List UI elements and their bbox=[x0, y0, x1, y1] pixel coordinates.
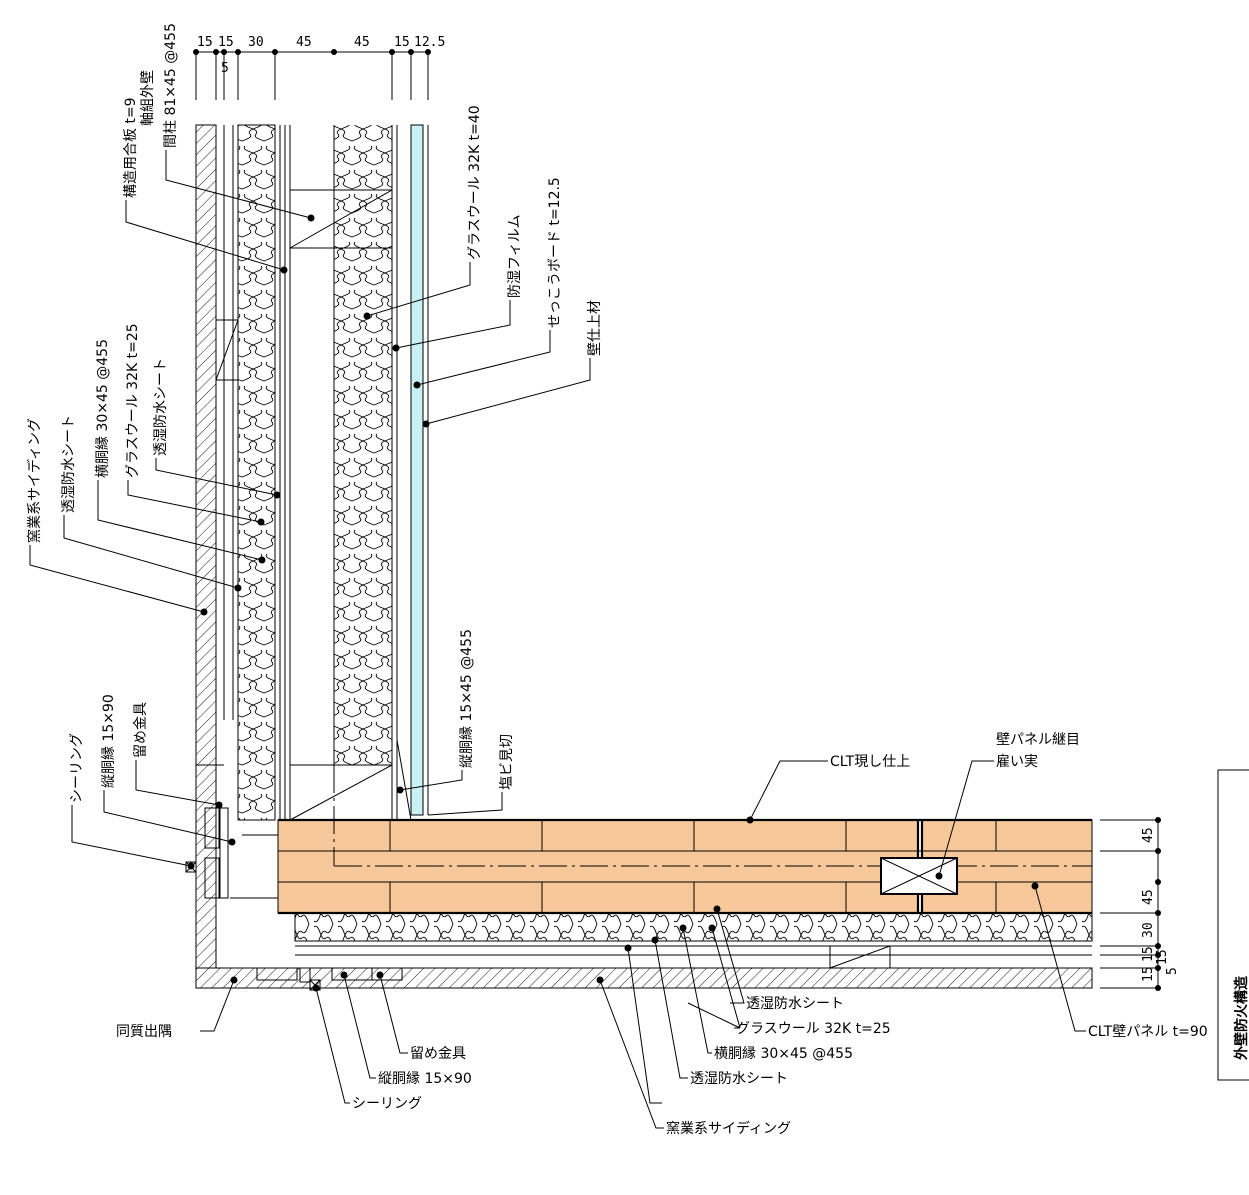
label-sealing-b: シーリング bbox=[352, 1096, 422, 1112]
dim-top-6: 15 bbox=[394, 35, 410, 50]
horizontal-wall bbox=[185, 764, 1093, 991]
dim-right-3: 30 bbox=[1141, 922, 1156, 938]
label-vert-batten-455: 縦胴縁 15×45 @455 bbox=[459, 629, 475, 768]
dim-top-4: 45 bbox=[296, 35, 312, 50]
label-glasswool-25: グラスウール 32K t=25 bbox=[125, 323, 141, 478]
label-stud: 間柱 81×45 @455 bbox=[163, 23, 179, 148]
vertical-labels: 間柱 81×45 @455 軸組外壁 構造用合板 t=9 グラスウール 32K … bbox=[26, 23, 603, 803]
dim-top-2: 15 bbox=[218, 35, 234, 50]
label-vapor-film: 防湿フィルム bbox=[507, 215, 523, 298]
label-glasswool-b: グラスウール 32K t=25 bbox=[736, 1021, 891, 1037]
label-sealing-left: シーリング bbox=[69, 733, 85, 803]
label-fastener-b: 留め金具 bbox=[410, 1046, 466, 1062]
label-batten-30: 横胴縁 30×45 @455 bbox=[95, 339, 111, 478]
dim-right-4: 15 bbox=[1141, 946, 1156, 962]
dim-right-1: 45 bbox=[1141, 827, 1156, 843]
dim-right-6: 15 bbox=[1155, 949, 1170, 965]
label-breathable-sheet-a: 透湿防水シート bbox=[746, 996, 844, 1012]
top-dimension-line: 15 15 30 45 45 15 12.5 5 bbox=[193, 35, 445, 100]
label-clt-panel: CLT壁パネル t=90 bbox=[1088, 1024, 1208, 1040]
title-box: 外壁防火構造 bbox=[1217, 769, 1249, 1081]
label-clt-exposed: CLT現し仕上 bbox=[830, 754, 910, 770]
label-panel-joint: 壁パネル継目 bbox=[996, 732, 1080, 748]
dim-top-5: 45 bbox=[354, 35, 370, 50]
label-vert-batten-90-left: 縦胴縁 15×90 bbox=[101, 694, 117, 788]
label-fastener-left: 留め金具 bbox=[133, 702, 149, 758]
label-finish: 壁仕上材 bbox=[587, 300, 603, 356]
label-plywood: 構造用合板 t=9 bbox=[123, 97, 139, 198]
label-breathable-sheet-inner: 透湿防水シート bbox=[153, 358, 169, 456]
label-glasswool-40: グラスウール 32K t=40 bbox=[467, 105, 483, 260]
label-siding-b: 窯業系サイディング bbox=[666, 1120, 791, 1137]
label-gypsum: せっこうボード t=12.5 bbox=[547, 177, 563, 328]
horizontal-labels: CLT現し仕上 壁パネル継目 雇い実 CLT壁パネル t=90 透湿防水シート … bbox=[116, 732, 1208, 1137]
label-corner: 同質出隅 bbox=[116, 1024, 172, 1040]
label-batten-b: 横胴縁 30×45 @455 bbox=[714, 1046, 853, 1062]
label-spline: 雇い実 bbox=[996, 753, 1038, 770]
leaders-vertical bbox=[29, 150, 591, 870]
dim-top-8: 5 bbox=[221, 61, 229, 76]
dim-right-7: 5 bbox=[1165, 967, 1180, 975]
label-frame-wall: 軸組外壁 bbox=[140, 70, 156, 126]
dim-top-1: 15 bbox=[197, 35, 213, 50]
label-siding: 窯業系サイディング bbox=[26, 418, 43, 543]
leaders-horizontal bbox=[200, 760, 1086, 1129]
label-vert-batten-b: 縦胴縁 15×90 bbox=[378, 1071, 472, 1087]
label-breathable-sheet-b: 透湿防水シート bbox=[690, 1071, 788, 1087]
dim-right-2: 45 bbox=[1141, 889, 1156, 905]
dim-right-5: 15 bbox=[1141, 966, 1156, 982]
label-pvc-trim: 塩ビ見切 bbox=[499, 734, 515, 790]
label-breathable-sheet-outer: 透湿防水シート bbox=[61, 415, 77, 513]
dim-top-3: 30 bbox=[248, 35, 264, 50]
vertical-wall bbox=[195, 124, 429, 821]
right-dimension-line: 45 45 30 15 15 15 5 bbox=[1100, 817, 1180, 991]
dim-top-7: 12.5 bbox=[414, 35, 445, 50]
title-text: 外壁防火構造 bbox=[1233, 976, 1249, 1060]
